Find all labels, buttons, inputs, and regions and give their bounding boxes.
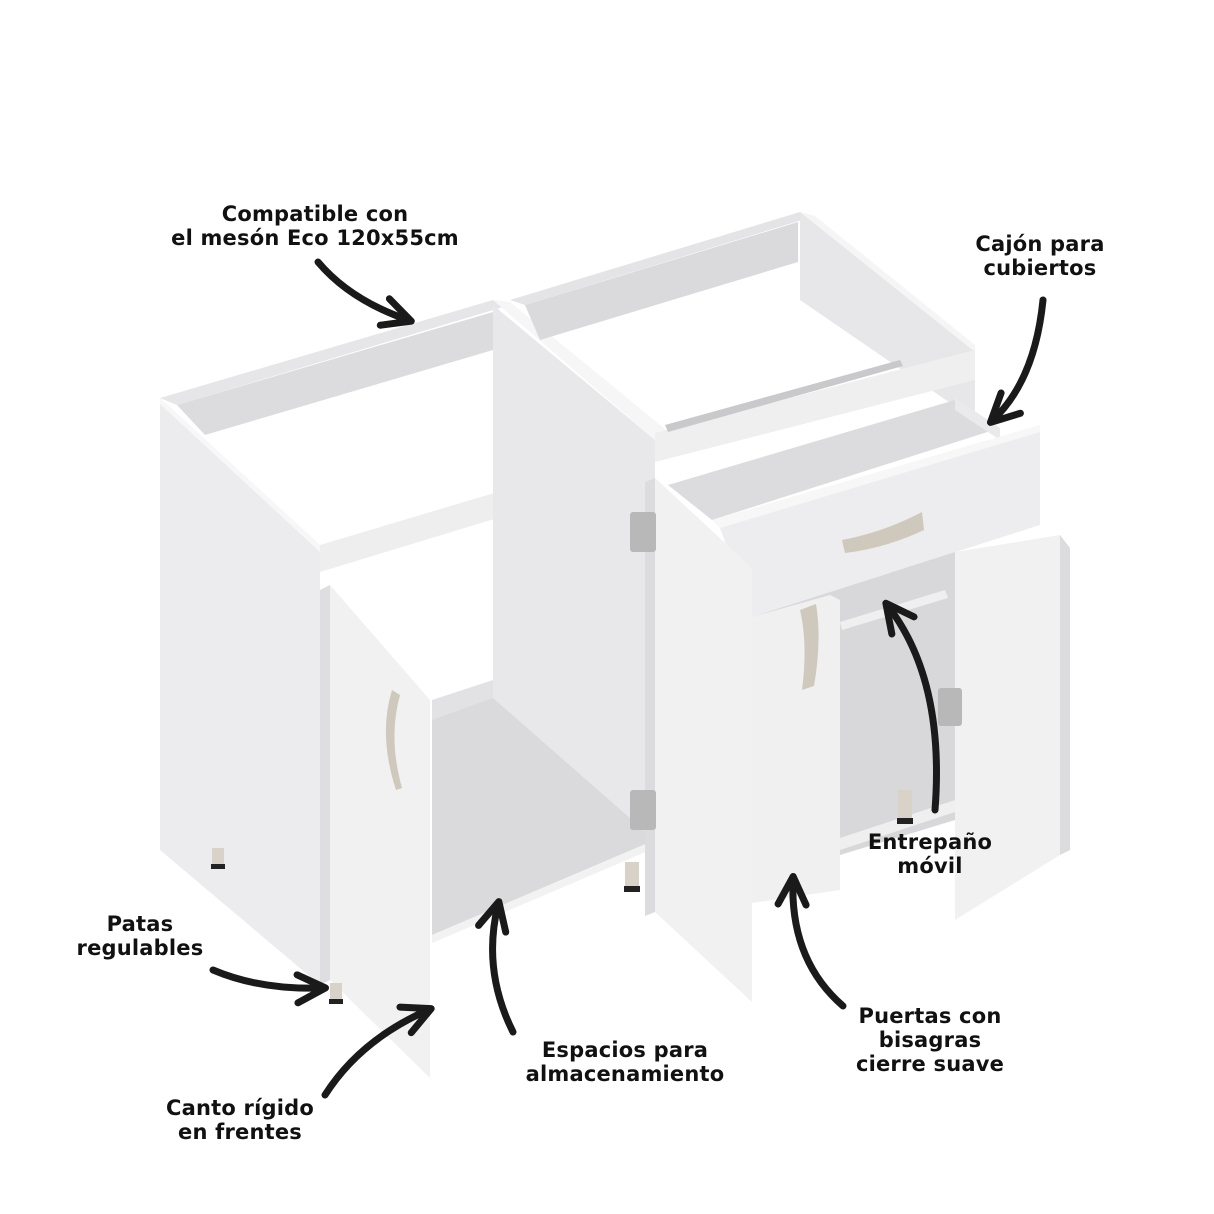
arrow-hinges-icon	[774, 873, 847, 1010]
drawer-front	[720, 428, 1040, 617]
right-center-door-panel	[752, 595, 840, 903]
callout-edge-line2: en frentes	[178, 1120, 302, 1144]
center-door-panel	[645, 478, 752, 1002]
arrow-shelf-icon	[882, 599, 940, 814]
callout-edge: Canto rígido en frentes	[140, 1096, 340, 1144]
callout-drawer-line2: cubiertos	[983, 256, 1097, 280]
drawer-front-top-edge	[712, 425, 1040, 528]
callout-hinges-line1: Puertas con	[858, 1004, 1002, 1028]
left-door-edge	[320, 585, 330, 985]
callout-countertop-line2: el mesón Eco 120x55cm	[171, 226, 459, 250]
arrow-countertop-icon	[314, 258, 415, 329]
drawer	[668, 398, 1040, 617]
leg-front-center	[625, 862, 639, 890]
arrow-legs-icon	[209, 966, 329, 1007]
right-center-door-handle	[800, 604, 819, 690]
arrows	[209, 258, 1047, 1099]
left-side-panel	[160, 398, 320, 985]
callout-drawer: Cajón para cubiertos	[945, 232, 1135, 280]
right-bottom-shelf	[840, 800, 955, 850]
callout-edge-line1: Canto rígido	[166, 1096, 314, 1120]
callout-shelf: Entrepaño móvil	[845, 830, 1015, 878]
drawer-handle	[842, 512, 924, 553]
top-front-rail-edge	[160, 398, 320, 552]
top-frame-back-left	[160, 300, 510, 405]
back-rail-right	[525, 222, 798, 340]
leg-back-left-foot	[211, 864, 225, 869]
bottom-shelf-left	[432, 698, 655, 935]
right-door-edge	[1060, 535, 1070, 855]
callout-hinges: Puertas con bisagras cierre suave	[830, 1004, 1030, 1076]
callout-shelf-line2: móvil	[897, 854, 963, 878]
callout-storage-line2: almacenamiento	[525, 1062, 725, 1086]
arrow-storage-icon	[475, 898, 517, 1036]
right-door	[938, 535, 1070, 920]
leg-front-center-foot	[624, 886, 640, 892]
callout-legs: Patas regulables	[60, 912, 220, 960]
callout-storage-line1: Espacios para	[541, 1038, 709, 1062]
right-door-panel	[955, 535, 1070, 920]
right-center-door	[752, 595, 840, 903]
hinge-right	[938, 688, 962, 726]
arrow-edge-icon	[321, 1003, 435, 1099]
drawer-slide	[665, 360, 903, 432]
callout-storage: Espacios para almacenamiento	[495, 1038, 755, 1086]
callout-legs-line2: regulables	[76, 936, 204, 960]
right-side-edge	[800, 212, 975, 352]
callout-hinges-line2: bisagras	[878, 1028, 982, 1052]
leg-front-left-foot	[329, 999, 343, 1004]
top-front-rail-right	[655, 350, 975, 462]
callout-countertop: Compatible con el mesón Eco 120x55cm	[150, 202, 480, 250]
callout-countertop-line1: Compatible con	[221, 202, 409, 226]
center-door	[630, 478, 752, 1002]
top-frame-back-right	[510, 212, 815, 305]
hinge-top	[630, 512, 656, 552]
callout-drawer-line1: Cajón para	[975, 232, 1105, 256]
arrow-drawer-icon	[986, 296, 1047, 426]
leg-right-foot	[897, 818, 913, 824]
hinge-bottom	[630, 790, 656, 830]
left-door-handle	[385, 690, 402, 790]
callout-shelf-line1: Entrepaño	[867, 830, 993, 854]
left-door-panel	[320, 585, 430, 1078]
callout-legs-line1: Patas	[106, 912, 174, 936]
leg-back-left	[212, 848, 224, 868]
left-door	[320, 585, 430, 1078]
cabinet-body	[160, 212, 975, 985]
back-rail-left	[177, 312, 493, 435]
leg-right	[898, 790, 912, 820]
drawer-side	[955, 398, 1000, 440]
center-divider-edge	[493, 300, 670, 440]
callout-hinges-line3: cierre suave	[855, 1052, 1005, 1076]
center-divider	[493, 305, 655, 860]
legs	[211, 848, 640, 1004]
leg-front-left	[330, 983, 342, 1003]
drawer-inside	[668, 400, 1000, 520]
